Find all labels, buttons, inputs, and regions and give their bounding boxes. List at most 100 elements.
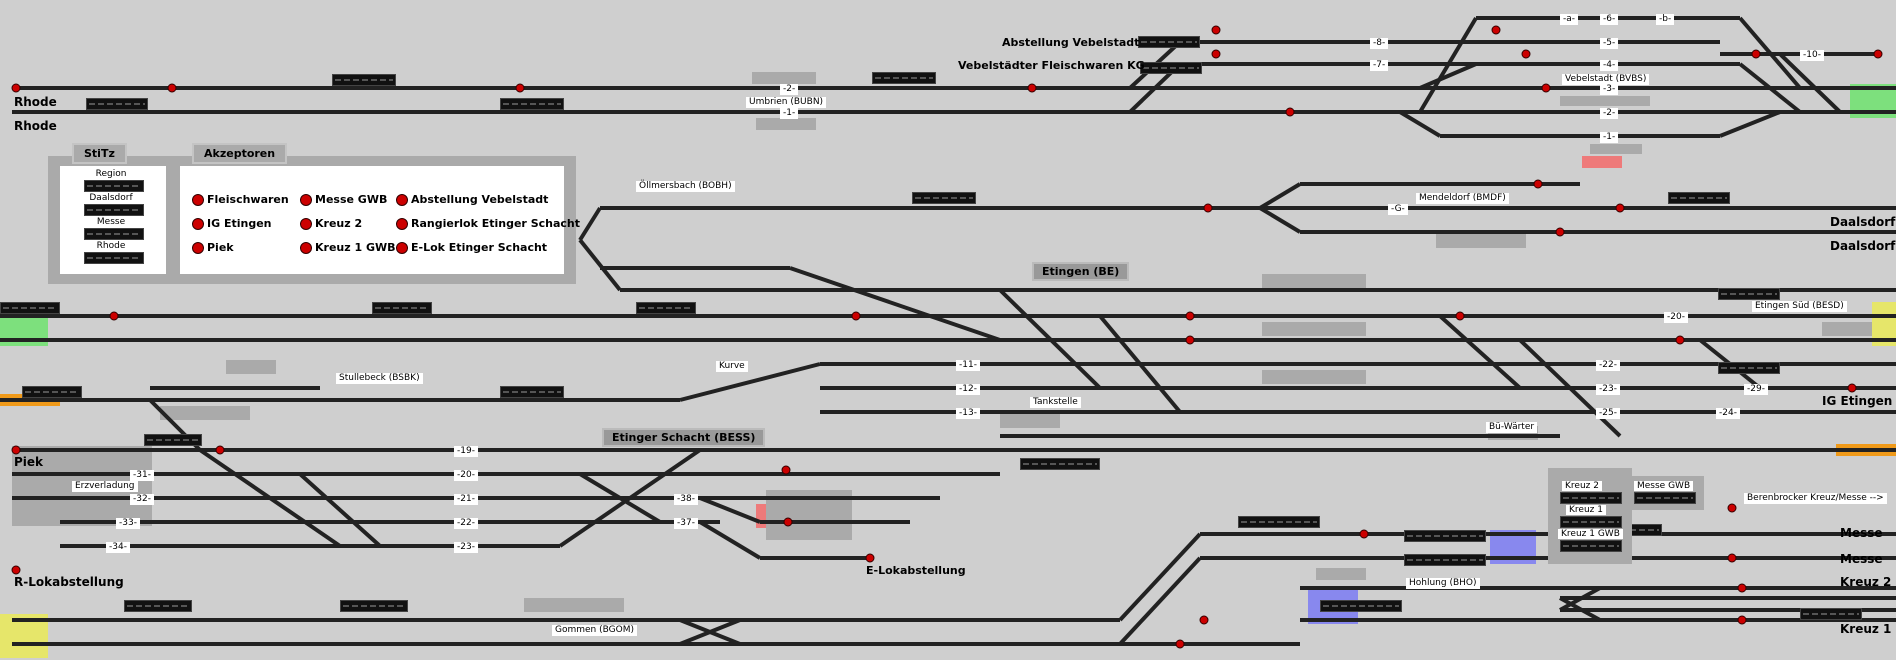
stitz-item-daalsdorf: Daalsdorf xyxy=(89,193,133,203)
kreuz-panel-kreuz-1: Kreuz 1 xyxy=(1566,505,1606,515)
akzeptor-ig-etingen[interactable]: IG Etingen xyxy=(192,217,272,230)
train-display xyxy=(1020,458,1100,470)
track-number: -25- xyxy=(1596,408,1620,419)
akzeptor-piek[interactable]: Piek xyxy=(192,241,234,254)
signal-icon xyxy=(192,241,204,254)
track-number: -22- xyxy=(454,518,478,529)
train-display xyxy=(124,600,192,612)
train-display xyxy=(1800,608,1862,620)
akzeptor-rangierlok[interactable]: Rangierlok Etinger Schacht xyxy=(396,217,580,230)
plate-kurve: Kurve xyxy=(716,361,748,372)
track-number: -21- xyxy=(454,494,478,505)
track-number: -1- xyxy=(1600,132,1619,143)
tracks-diagonal xyxy=(148,16,1842,646)
stitz-display-region[interactable] xyxy=(84,180,144,192)
plate-mendeldorf: Mendeldorf (BMDF) xyxy=(1416,193,1509,204)
stitz-display-rhode[interactable] xyxy=(84,252,144,264)
track-number: -1- xyxy=(780,108,799,119)
kreuz-2-display[interactable] xyxy=(1560,492,1622,504)
track-number: -20- xyxy=(1664,312,1688,323)
yard-title-abstellung: Abstellung Vebelstadt xyxy=(1002,36,1140,49)
signals xyxy=(11,25,1883,649)
plate-etingen-sued: Etingen Süd (BESD) xyxy=(1752,301,1847,312)
plate-erzverladung: Erzverladung xyxy=(72,481,138,492)
akzeptor-fleischwaren[interactable]: Fleischwaren xyxy=(192,193,289,206)
track-number: -8- xyxy=(1370,38,1389,49)
track-number: -6- xyxy=(1600,14,1619,25)
train-display xyxy=(144,434,202,446)
track-number: -32- xyxy=(130,494,154,505)
kreuz-panel-kreuz-1-gwb: Kreuz 1 GWB xyxy=(1558,529,1623,539)
stitz-display-messe[interactable] xyxy=(84,228,144,240)
stitz-tab[interactable]: StiTz xyxy=(72,143,127,164)
station-kreuz-2: Kreuz 2 xyxy=(1840,575,1892,589)
train-display xyxy=(1404,554,1486,566)
kreuz-1-display[interactable] xyxy=(1560,516,1622,528)
kreuz-1-gwb-display[interactable] xyxy=(1560,540,1622,552)
track-number: -34- xyxy=(106,542,130,553)
track-number: -23- xyxy=(454,542,478,553)
stitz-item-rhode: Rhode xyxy=(96,241,126,251)
akzeptor-kreuz-1-gwb[interactable]: Kreuz 1 GWB xyxy=(300,241,396,254)
signal-icon xyxy=(192,217,204,230)
train-display xyxy=(1320,600,1402,612)
train-display xyxy=(1404,530,1486,542)
train-display xyxy=(1718,362,1780,374)
yard-title-fleischwaren: Vebelstädter Fleischwaren KG xyxy=(958,59,1145,72)
plate-vebelstadt: Vebelstadt (BVBS) xyxy=(1562,74,1650,85)
station-piek: Piek xyxy=(14,455,44,469)
track-number: -24- xyxy=(1716,408,1740,419)
plate-stullebeck: Stullebeck (BSBK) xyxy=(336,373,423,384)
train-display xyxy=(332,74,396,86)
signal-icon xyxy=(396,217,408,230)
track-number: -38- xyxy=(674,494,698,505)
station-daalsdorf-1: Daalsdorf xyxy=(1830,215,1896,229)
plate-umbrien: Umbrien (BUBN) xyxy=(746,97,827,108)
train-display xyxy=(872,72,936,84)
track-number: -22- xyxy=(1596,360,1620,371)
signal-icon xyxy=(300,241,312,254)
station-rhode-1: Rhode xyxy=(14,95,57,109)
track-number: -37- xyxy=(674,518,698,529)
track-number: -a- xyxy=(1560,14,1579,25)
train-display xyxy=(912,192,976,204)
track-number: -23- xyxy=(1596,384,1620,395)
track-number: -2- xyxy=(780,84,799,95)
akzeptor-abstellung-vebelstadt[interactable]: Abstellung Vebelstadt xyxy=(396,193,548,206)
track-number: -7- xyxy=(1370,60,1389,71)
akzeptor-kreuz-2[interactable]: Kreuz 2 xyxy=(300,217,362,230)
signal-icon xyxy=(300,217,312,230)
kreuz-panel-kreuz-2: Kreuz 2 xyxy=(1562,481,1602,491)
track-number: -G- xyxy=(1388,204,1408,215)
signal-icon xyxy=(396,193,408,206)
track-number: -2- xyxy=(1600,108,1619,119)
train-display xyxy=(636,302,696,314)
akzeptor-messe-gwb[interactable]: Messe GWB xyxy=(300,193,387,206)
akzeptor-e-lok[interactable]: E-Lok Etinger Schacht xyxy=(396,241,547,254)
train-display xyxy=(1668,192,1730,204)
track-number: -12- xyxy=(956,384,980,395)
signal-icon xyxy=(300,193,312,206)
track-number: -b- xyxy=(1656,14,1675,25)
station-messe-1: Messe xyxy=(1840,526,1883,540)
track-number: -10- xyxy=(1800,50,1824,61)
stitz-item-region: Region xyxy=(95,169,127,179)
train-display xyxy=(372,302,432,314)
akzeptoren-tab[interactable]: Akzeptoren xyxy=(192,143,288,164)
track-number: -31- xyxy=(130,470,154,481)
banner-etinger-schacht: Etinger Schacht (BESS) xyxy=(602,428,766,447)
signal-icon xyxy=(396,241,408,254)
train-display xyxy=(22,386,82,398)
track-number: -11- xyxy=(956,360,980,371)
track-number: -20- xyxy=(454,470,478,481)
plate-bue-waerter: Bü-Wärter xyxy=(1486,422,1538,433)
train-display xyxy=(1140,62,1202,74)
station-kreuz-1: Kreuz 1 xyxy=(1840,622,1892,636)
plate-gommen: Gommen (BGOM) xyxy=(552,625,637,636)
stitz-display-daalsdorf[interactable] xyxy=(84,204,144,216)
messe-gwb-display[interactable] xyxy=(1634,492,1696,504)
plate-tankstelle: Tankstelle xyxy=(1030,397,1081,408)
track-number: -4- xyxy=(1600,60,1619,71)
